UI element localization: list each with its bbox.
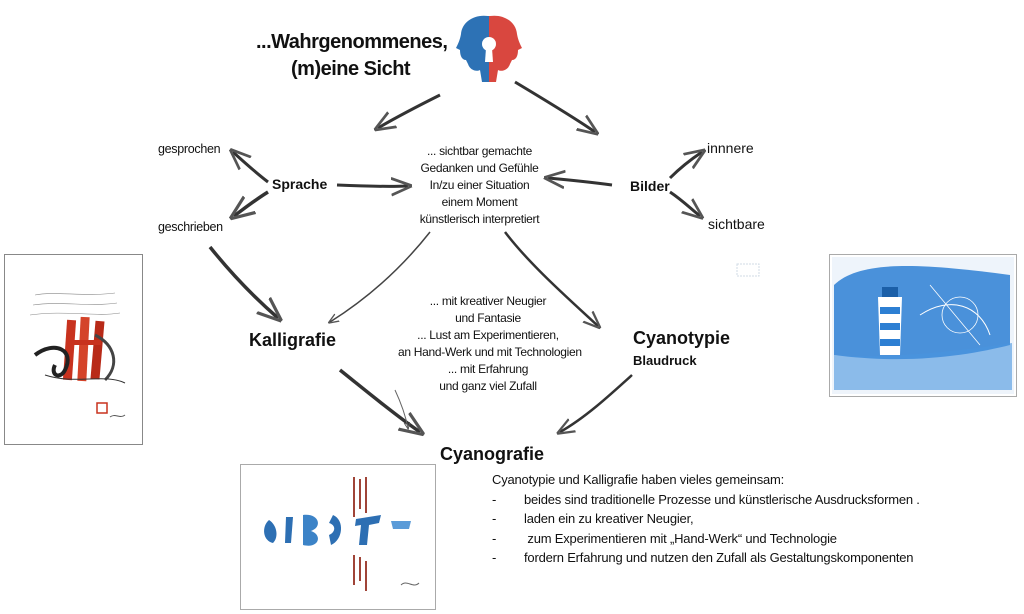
label-gesprochen: gesprochen xyxy=(158,142,221,156)
arrow-head-to-left xyxy=(378,93,441,128)
two-heads-keyhole-icon xyxy=(448,12,530,84)
middle-line: und ganz viel Zufall xyxy=(439,379,537,393)
bullet: - xyxy=(492,530,497,546)
cyanografie-artwork xyxy=(240,464,436,610)
arrow-sprache-to-center xyxy=(336,185,408,186)
center-line: künstlerisch interpretiert xyxy=(419,212,540,226)
node-blaudruck: Blaudruck xyxy=(633,353,697,368)
center-line: einem Moment xyxy=(441,195,518,209)
summary-block: Cyanotypie und Kalligrafie haben vieles … xyxy=(492,470,920,568)
middle-text: ... mit kreativer Neugier und Fantasie .… xyxy=(398,293,582,395)
summary-item: - laden ein zu kreativer Neugier, xyxy=(492,509,920,529)
middle-line: und Fantasie xyxy=(455,311,521,325)
middle-line: ... mit Erfahrung xyxy=(447,362,529,376)
center-line: Gedanken und Gefühle xyxy=(420,161,539,175)
summary-item: - beides sind traditionelle Prozesse und … xyxy=(492,490,920,510)
arrow-cyanotypie-to-cyanografie xyxy=(560,374,633,432)
arrow-middle-to-cyanografie xyxy=(394,389,408,428)
arrow-bilder-to-sichtbare xyxy=(669,190,700,216)
arrow-head-to-right xyxy=(514,80,595,132)
node-kalligrafie: Kalligrafie xyxy=(249,330,337,350)
faint-stamp xyxy=(735,262,761,278)
title-line1: ...Wahrgenommenes, xyxy=(256,31,448,53)
node-bilder: Bilder xyxy=(630,178,670,194)
arrow-sprache-to-geschrieben xyxy=(234,190,269,216)
summary-item: - fordern Erfahrung und nutzen den Zufall… xyxy=(492,548,920,568)
arrow-bilder-to-center xyxy=(548,178,613,185)
node-cyanografie: Cyanografie xyxy=(440,444,545,464)
label-geschrieben: geschrieben xyxy=(158,220,223,234)
label-innnere: innnere xyxy=(707,140,754,156)
middle-line: an Hand-Werk und mit Technologien xyxy=(398,345,582,359)
center-line: ... sichtbar gemachte xyxy=(426,144,533,158)
bullet: - xyxy=(492,550,497,565)
center-line: In/zu einer Situation xyxy=(429,178,530,192)
arrow-bilder-to-innere xyxy=(668,152,702,180)
bullet: - xyxy=(492,491,497,507)
arrow-sprache-to-gesprochen xyxy=(233,152,269,184)
summary-item-text: beides sind traditionelle Prozesse und k… xyxy=(524,491,920,507)
calligraphy-artwork xyxy=(4,254,143,445)
title-line2: (m)eine Sicht xyxy=(291,58,411,80)
middle-line: ... mit kreativer Neugier xyxy=(429,294,547,308)
node-cyanotypie: Cyanotypie xyxy=(633,328,731,348)
node-sprache: Sprache xyxy=(272,176,328,192)
summary-intro: Cyanotypie und Kalligrafie haben vieles … xyxy=(492,472,785,487)
center-text: ... sichtbar gemachte Gedanken und Gefüh… xyxy=(412,143,547,228)
label-sichtbare: sichtbare xyxy=(708,216,765,232)
summary-item: - zum Experimentieren mit „Hand-Werk“ un… xyxy=(492,529,920,549)
middle-line: ... Lust am Experimentieren, xyxy=(417,328,559,342)
summary-item-text: fordern Erfahrung und nutzen den Zufall … xyxy=(524,550,914,565)
arrow-center-to-cyanotypie xyxy=(504,231,598,326)
summary-item-text: laden ein zu kreativer Neugier, xyxy=(524,511,694,526)
arrow-kalligrafie-to-cyanografie xyxy=(338,368,420,432)
cyanotype-artwork xyxy=(829,254,1017,397)
arrow-center-to-kalligrafie xyxy=(330,231,431,322)
bullet: - xyxy=(492,511,497,526)
arrow-geschrieben-to-kalligrafie xyxy=(208,245,278,318)
summary-item-text: zum Experimentieren mit „Hand-Werk“ und … xyxy=(524,530,837,546)
